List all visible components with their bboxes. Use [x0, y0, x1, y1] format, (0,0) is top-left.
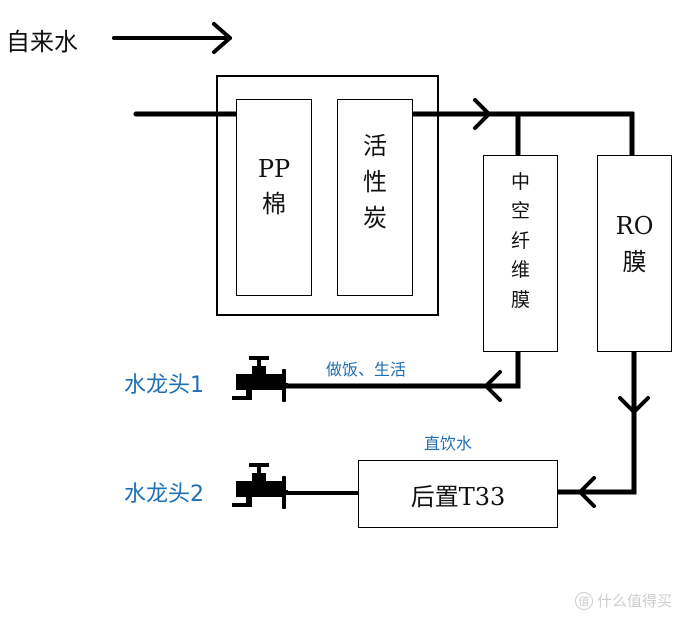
activated-carbon-filter: 活 性 炭: [337, 99, 413, 296]
hollow-fiber-membrane: 中 空 纤 维 膜: [483, 155, 558, 352]
faucet2-label: 水龙头2: [124, 482, 204, 507]
hollow-fiber-line: 中: [510, 171, 530, 193]
post-filter-arrow: [578, 476, 596, 508]
split-arrow: [473, 98, 491, 130]
watermark: 值 什么值得买: [574, 590, 672, 611]
source-label: 自来水: [6, 28, 78, 56]
activated-carbon-line: 炭: [363, 204, 387, 232]
stage1-housing: [216, 75, 439, 316]
pp-cotton-line: PP: [257, 155, 291, 183]
activated-carbon-line: 性: [363, 168, 387, 196]
post-filter-t33: 后置T33: [358, 460, 558, 528]
post-filter-label: 后置T33: [410, 482, 506, 511]
ro-down-arrow: [618, 396, 650, 414]
ro-membrane-line: RO: [615, 212, 654, 240]
hollow-fiber-line: 空: [510, 200, 530, 223]
faucet-icon: [232, 356, 288, 402]
watermark-logo-icon: 值: [574, 591, 593, 610]
watermark-text: 什么值得买: [596, 592, 672, 610]
pp-cotton-filter: PP 棉: [236, 99, 312, 296]
activated-carbon-line: 活: [363, 132, 387, 160]
faucet1-arrow: [484, 370, 502, 402]
ro-membrane-line: 膜: [622, 248, 647, 276]
faucet1-label: 水龙头1: [124, 373, 204, 398]
pipe-hollow-fiber-to-faucet1: [284, 351, 521, 389]
ro-membrane: RO 膜: [597, 155, 672, 352]
faucet2-usage: 直饮水: [424, 434, 473, 453]
hollow-fiber-line: 膜: [510, 288, 530, 311]
pp-cotton-line: 棉: [262, 189, 286, 218]
faucet1-usage: 做饭、生活: [326, 360, 407, 379]
hollow-fiber-line: 维: [510, 259, 530, 282]
faucet-icon: [232, 463, 288, 509]
pipe-ro-to-post-filter: [557, 351, 637, 495]
source-arrow: [112, 22, 232, 54]
hollow-fiber-line: 纤: [510, 229, 530, 252]
